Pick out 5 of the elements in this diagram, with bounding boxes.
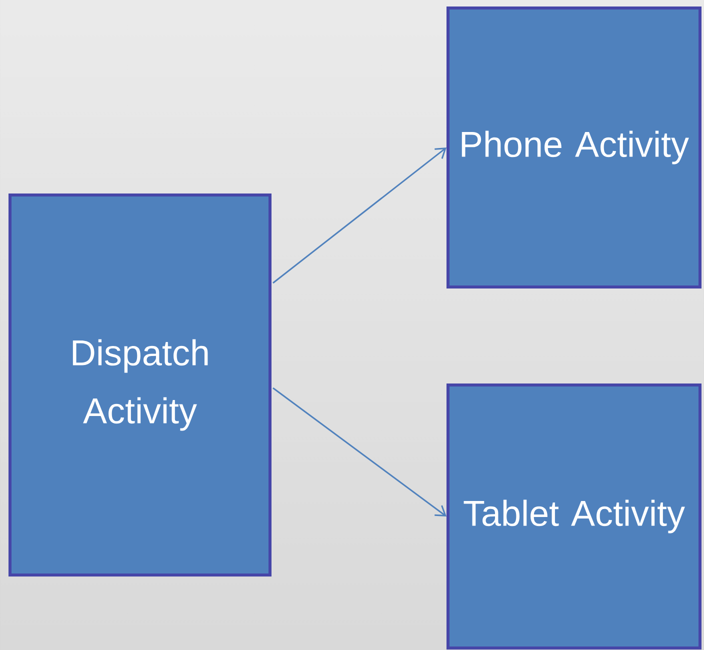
activity-box: Dispatch Activity (8, 194, 272, 576)
arrow (272, 387, 446, 516)
activity-box: Phone Activity (446, 6, 702, 288)
arrow (272, 147, 446, 284)
activity-box: Tablet Activity (446, 383, 702, 650)
